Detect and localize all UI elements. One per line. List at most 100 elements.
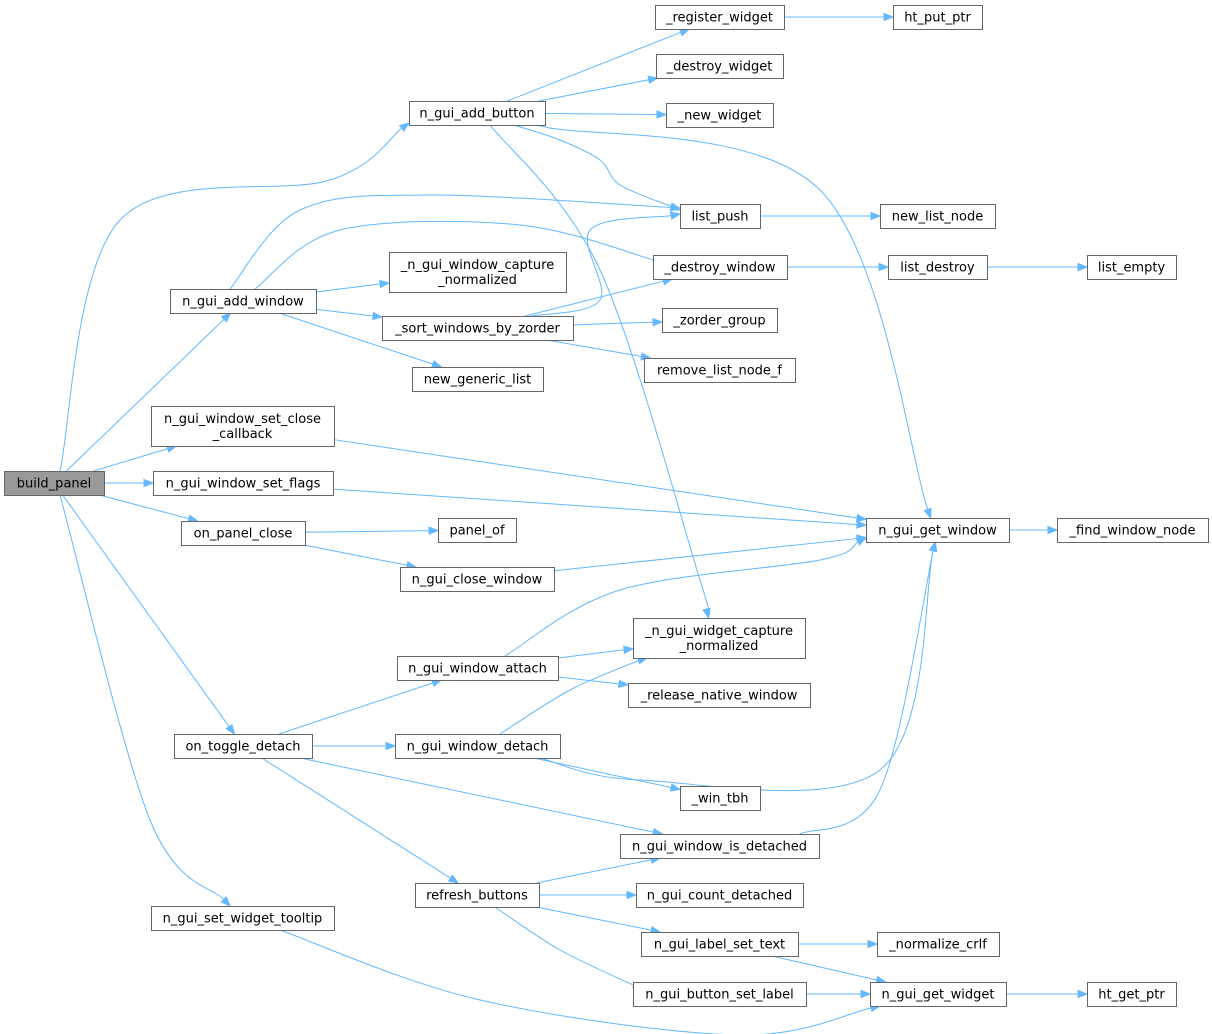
edge-_sort_windows_by_zorder-to-_zorder_group	[572, 317, 664, 327]
node-_destroy_window[interactable]: _destroy_window	[653, 255, 788, 280]
node-label: _sort_windows_by_zorder	[394, 322, 560, 337]
edge-arrowhead	[923, 507, 932, 520]
node-n_gui_add_window[interactable]: n_gui_add_window	[170, 289, 317, 314]
node-n_gui_window_set_close_callback[interactable]: n_gui_window_set_close_callback	[151, 406, 335, 447]
node-box	[633, 982, 807, 1007]
node-label: n_gui_window_is_detached	[632, 840, 807, 855]
node-box	[644, 358, 796, 383]
node-n_gui_window_attach[interactable]: n_gui_window_attach	[397, 656, 559, 681]
node-n_gui_set_widget_tooltip[interactable]: n_gui_set_widget_tooltip	[151, 906, 335, 931]
node-n_gui_label_set_text[interactable]: n_gui_label_set_text	[641, 932, 799, 957]
node-_win_tbh[interactable]: _win_tbh	[680, 786, 761, 811]
node-label: _new_widget	[677, 109, 762, 124]
node-on_panel_close[interactable]: on_panel_close	[181, 521, 306, 546]
node-_zorder_group[interactable]: _zorder_group	[662, 308, 778, 333]
node-n_gui_window_detach[interactable]: n_gui_window_detach	[395, 734, 561, 759]
edge-on_toggle_detach-to-n_gui_window_is_detached	[300, 757, 664, 837]
edge-n_gui_label_set_text-to-_normalize_crlf	[798, 939, 879, 949]
node-label: _register_widget	[665, 11, 773, 26]
node-box	[151, 406, 335, 447]
node-box	[662, 308, 778, 333]
node-label: _release_native_window	[640, 689, 798, 704]
edge-arrowhead	[855, 537, 868, 546]
node-label: on_toggle_detach	[185, 740, 300, 755]
node-box	[181, 521, 306, 546]
node-label: n_gui_button_set_label	[645, 988, 794, 1003]
node-box	[870, 982, 1007, 1007]
node-n_gui_add_button[interactable]: n_gui_add_button	[409, 101, 546, 126]
node-label: n_gui_window_set_close	[164, 412, 321, 427]
node-_new_widget[interactable]: _new_widget	[666, 103, 774, 128]
node-n_gui_get_widget[interactable]: n_gui_get_widget	[870, 982, 1007, 1007]
node-ht_put_ptr[interactable]: ht_put_ptr	[893, 5, 983, 30]
node-n_gui_window_is_detached[interactable]: n_gui_window_is_detached	[620, 834, 820, 859]
node-_sort_windows_by_zorder[interactable]: _sort_windows_by_zorder	[382, 316, 574, 341]
edge-line	[489, 903, 648, 992]
node-_release_native_window[interactable]: _release_native_window	[628, 683, 811, 708]
node-box	[389, 252, 567, 293]
node-_n_gui_window_capture_normalized[interactable]: _n_gui_window_capture_normalized	[389, 252, 567, 293]
edge-n_gui_window_attach-to-_n_gui_widget_capture_normalized	[557, 645, 635, 659]
edge-arrowhead	[928, 540, 938, 553]
node-list_empty[interactable]: list_empty	[1087, 255, 1177, 280]
node-n_gui_window_set_flags[interactable]: n_gui_window_set_flags	[153, 471, 334, 496]
edge-line	[557, 676, 620, 685]
node-n_gui_get_window[interactable]: n_gui_get_window	[866, 518, 1010, 543]
node-_n_gui_widget_capture_normalized[interactable]: _n_gui_widget_capture_normalized	[633, 618, 806, 659]
edge-n_gui_window_detach-to-n_gui_get_window	[532, 540, 938, 792]
edge-arrowhead	[669, 211, 682, 220]
node-_destroy_widget[interactable]: _destroy_widget	[656, 54, 784, 79]
edge-build_panel-to-on_toggle_detach	[62, 494, 236, 736]
node-list_push[interactable]: list_push	[680, 204, 761, 229]
node-label: new_list_node	[892, 210, 983, 225]
node-label: panel_of	[449, 524, 505, 539]
node-box	[415, 883, 540, 908]
edge-line	[546, 339, 642, 357]
edge-arrowhead	[220, 312, 232, 323]
node-new_list_node[interactable]: new_list_node	[880, 204, 996, 229]
edge-line	[315, 283, 381, 293]
node-box	[680, 204, 761, 229]
node-label: n_gui_set_widget_tooltip	[163, 912, 323, 927]
node-box	[382, 316, 574, 341]
edge-line	[99, 494, 190, 520]
node-label: new_generic_list	[424, 373, 532, 388]
node-label: refresh_buttons	[426, 889, 528, 904]
edge-arrowhead	[1047, 525, 1059, 535]
node-panel_of[interactable]: panel_of	[438, 518, 517, 543]
edge-n_gui_close_window-to-n_gui_get_window	[553, 534, 868, 572]
edge-on_panel_close-to-n_gui_close_window	[303, 544, 418, 570]
edge-line	[532, 550, 934, 792]
node-box	[1057, 518, 1209, 543]
edge-arrowhead	[1077, 262, 1089, 272]
edge-line	[572, 321, 654, 326]
edge-build_panel-to-n_gui_window_set_close_callback	[93, 444, 178, 472]
node-_find_window_node[interactable]: _find_window_node	[1057, 518, 1209, 543]
node-build_panel[interactable]: build_panel	[4, 471, 105, 496]
node-n_gui_count_detached[interactable]: n_gui_count_detached	[636, 883, 804, 908]
edge-n_gui_window_detach-to-_win_tbh	[533, 757, 682, 792]
edge-line	[771, 955, 877, 981]
edge-arrowhead	[867, 939, 879, 949]
node-ht_get_ptr[interactable]: ht_get_ptr	[1087, 982, 1177, 1007]
node-refresh_buttons[interactable]: refresh_buttons	[415, 883, 540, 908]
node-label: _win_tbh	[690, 792, 748, 807]
node-_normalize_crlf[interactable]: _normalize_crlf	[877, 932, 1000, 957]
node-on_toggle_detach[interactable]: on_toggle_detach	[174, 734, 313, 759]
node-list_destroy[interactable]: list_destroy	[888, 255, 988, 280]
node-label: n_gui_label_set_text	[654, 938, 785, 953]
node-label: on_panel_close	[194, 527, 293, 542]
node-label: n_gui_window_set_flags	[166, 477, 321, 492]
node-_register_widget[interactable]: _register_widget	[655, 5, 785, 30]
node-n_gui_button_set_label[interactable]: n_gui_button_set_label	[633, 982, 807, 1007]
edge-build_panel-to-n_gui_window_set_flags	[104, 478, 155, 488]
edge-line	[553, 538, 858, 572]
edge-arrowhead	[878, 262, 890, 272]
edge-arrowhead	[670, 203, 682, 212]
edge-n_gui_add_window-to-_sort_windows_by_zorder	[315, 308, 384, 321]
edge-arrowhead	[652, 317, 664, 327]
node-n_gui_close_window[interactable]: n_gui_close_window	[400, 567, 555, 592]
node-new_generic_list[interactable]: new_generic_list	[412, 367, 544, 392]
edge-on_toggle_detach-to-n_gui_window_attach	[278, 678, 443, 735]
node-remove_list_node_f[interactable]: remove_list_node_f	[644, 358, 796, 383]
